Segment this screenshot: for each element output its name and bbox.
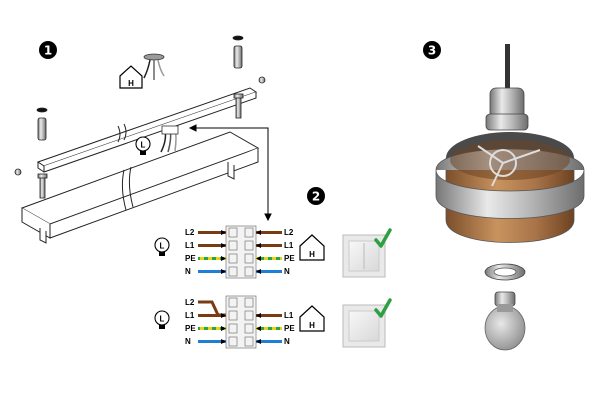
pendant-cable [505, 44, 510, 90]
terminal-block [225, 225, 257, 279]
wire-label-right-n: N [284, 267, 290, 276]
check-icon [374, 298, 392, 318]
house-icon: H [119, 65, 143, 89]
svg-text:H: H [128, 79, 134, 88]
lamp-socket-icon [485, 87, 529, 131]
wire-label-left-l2: L2 [185, 228, 195, 237]
canopy-wires-icon [160, 125, 179, 153]
wire-label-left-l2: L2 [185, 298, 195, 307]
lamp-icon: L [135, 136, 151, 155]
ring-nut-icon [484, 263, 526, 281]
svg-text:H: H [309, 250, 315, 259]
lamp-shade-icon [435, 132, 585, 243]
step-3-badge: 3 [423, 41, 441, 59]
wiring-diagram-single: L L2 L1 PE N L1 PE N H [154, 295, 325, 349]
wire-label-left-n: N [185, 337, 191, 346]
wire-label-right-l2: L2 [284, 228, 294, 237]
wire-label-right-l1: L1 [284, 311, 294, 320]
ceiling-canopy-box [20, 131, 260, 244]
step-3-number: 3 [428, 44, 436, 58]
wire-label-right-pe: PE [284, 324, 295, 333]
light-bulb-icon [484, 291, 526, 351]
lamp-icon: L [154, 237, 170, 256]
step-1-badge: 1 [39, 41, 57, 59]
check-icon [374, 228, 392, 248]
step-2-number: 2 [312, 190, 320, 204]
step-1-number: 1 [44, 44, 52, 58]
wall-anchor-icon [36, 35, 244, 141]
svg-text:L: L [160, 242, 165, 251]
single-switch-icon [342, 304, 386, 348]
house-icon: H [299, 234, 325, 261]
wire-label-left-l1: L1 [185, 311, 195, 320]
ceiling-wires-icon [143, 53, 165, 80]
canopy-break-mark [121, 166, 134, 211]
wire-label-right-l1: L1 [284, 241, 294, 250]
wire-label-left-n: N [185, 267, 191, 276]
svg-text:H: H [309, 321, 315, 330]
lamp-icon: L [154, 310, 170, 329]
connection-arrow [188, 124, 272, 222]
screw-icon [14, 76, 266, 199]
wire-label-left-l1: L1 [185, 241, 195, 250]
house-icon: H [299, 305, 325, 332]
terminal-block [225, 295, 257, 349]
wire-label-right-n: N [284, 337, 290, 346]
wire-label-right-pe: PE [284, 254, 295, 263]
rail-break-mark [117, 123, 127, 143]
wire-label-left-pe: PE [185, 324, 196, 333]
double-switch-icon [342, 234, 386, 278]
svg-text:L: L [141, 141, 146, 150]
wiring-diagram-double: L L2 L1 PE N L2 L1 [154, 225, 325, 279]
svg-text:L: L [160, 315, 165, 324]
wire-label-left-pe: PE [185, 254, 196, 263]
mounting-rail [36, 87, 258, 173]
step-2-badge: 2 [307, 187, 325, 205]
